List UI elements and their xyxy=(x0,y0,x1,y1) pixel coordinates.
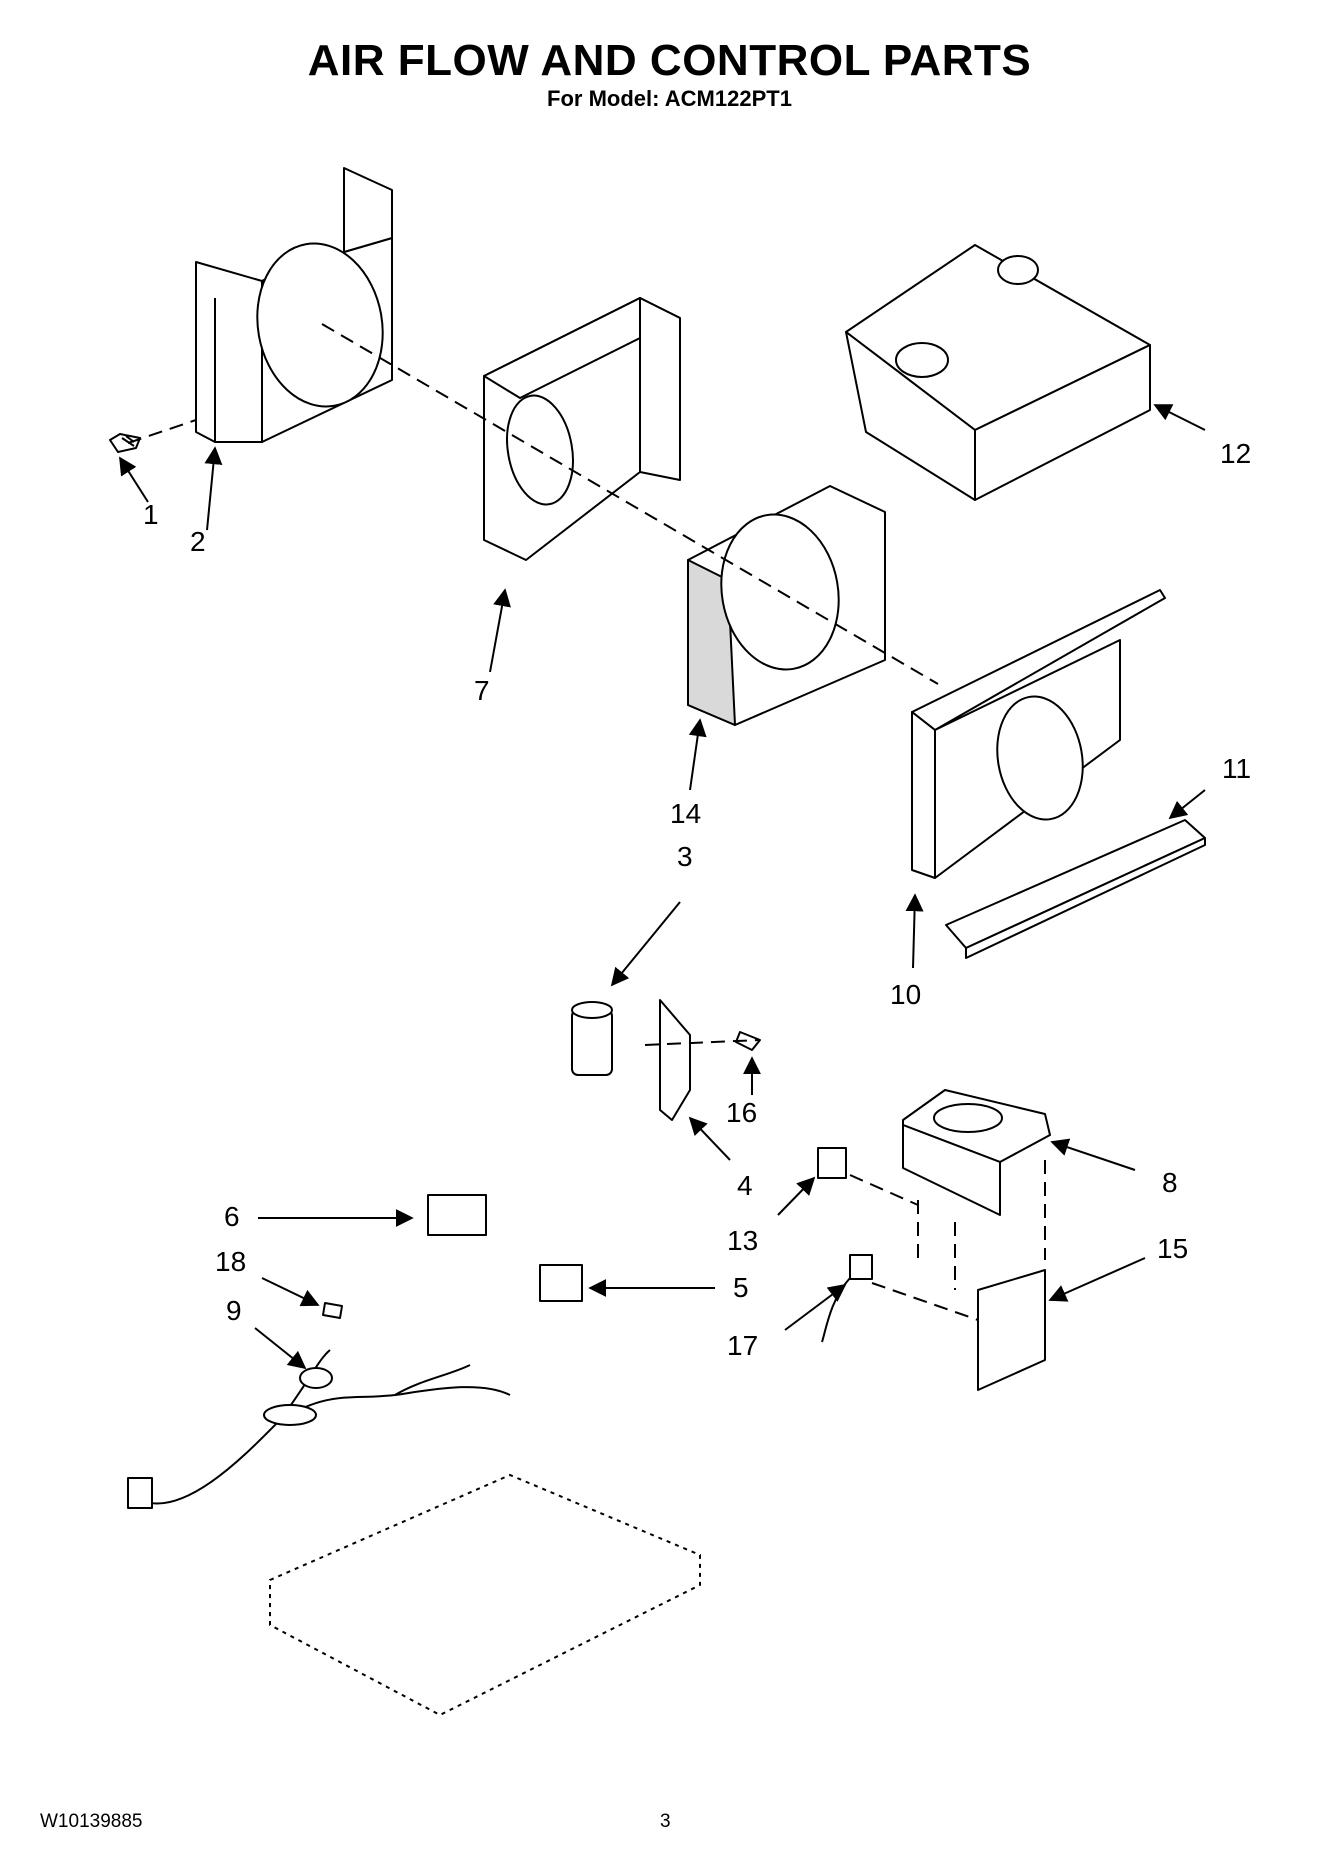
model-subtitle: For Model: ACM122PT1 xyxy=(547,86,792,111)
callout-11: 11 xyxy=(1222,753,1251,784)
callout-7: 7 xyxy=(474,675,490,706)
part-1-screw xyxy=(109,433,141,453)
callout-10: 10 xyxy=(890,979,921,1010)
part-17-thermostat xyxy=(821,1254,873,1343)
callout-15: 15 xyxy=(1157,1233,1188,1264)
callout-1: 1 xyxy=(143,499,159,530)
part-4-capacitor-bracket xyxy=(659,999,691,1121)
part-18-screw xyxy=(322,1302,343,1319)
part-15-control-bracket xyxy=(917,1160,1046,1391)
callout-12: 12 xyxy=(1220,438,1251,469)
callout-14: 14 xyxy=(670,798,701,829)
callout-6: 6 xyxy=(224,1201,240,1232)
leader-lines xyxy=(119,404,1206,1370)
callout-labels: 1 2 3 4 5 6 7 8 9 10 11 12 13 14 15 16 1… xyxy=(143,438,1251,1361)
part-2-shroud xyxy=(195,167,393,443)
part-13-switch xyxy=(817,1147,847,1179)
callout-5: 5 xyxy=(733,1272,749,1303)
callout-17: 17 xyxy=(727,1330,758,1361)
part-16-screw xyxy=(735,1031,761,1051)
part-7-bracket-panel xyxy=(483,297,681,561)
base-pan-outline xyxy=(269,1473,701,1717)
part-14-blower-housing xyxy=(687,485,886,726)
part-8-control-cover xyxy=(902,1089,1051,1216)
callout-18: 18 xyxy=(215,1246,246,1277)
callout-9: 9 xyxy=(226,1295,242,1326)
part-6-relay-block xyxy=(427,1194,487,1236)
callout-4: 4 xyxy=(737,1170,753,1201)
explode-lines xyxy=(127,323,979,1321)
page-title: AIR FLOW AND CONTROL PARTS xyxy=(307,36,1032,85)
part-10-partition xyxy=(911,589,1166,879)
part-3-capacitor xyxy=(571,1001,613,1076)
callout-3: 3 xyxy=(677,841,693,872)
part-9-wire-harness xyxy=(127,1349,511,1509)
document-number: W10139885 xyxy=(40,1811,143,1832)
callout-2: 2 xyxy=(190,526,206,557)
part-12-top-cover xyxy=(845,244,1151,501)
callout-8: 8 xyxy=(1162,1167,1178,1198)
part-11-base-strip xyxy=(945,819,1206,959)
callout-13: 13 xyxy=(727,1225,758,1256)
part-5-relay xyxy=(539,1264,583,1302)
page-number: 3 xyxy=(660,1811,671,1832)
callout-16: 16 xyxy=(726,1097,757,1128)
